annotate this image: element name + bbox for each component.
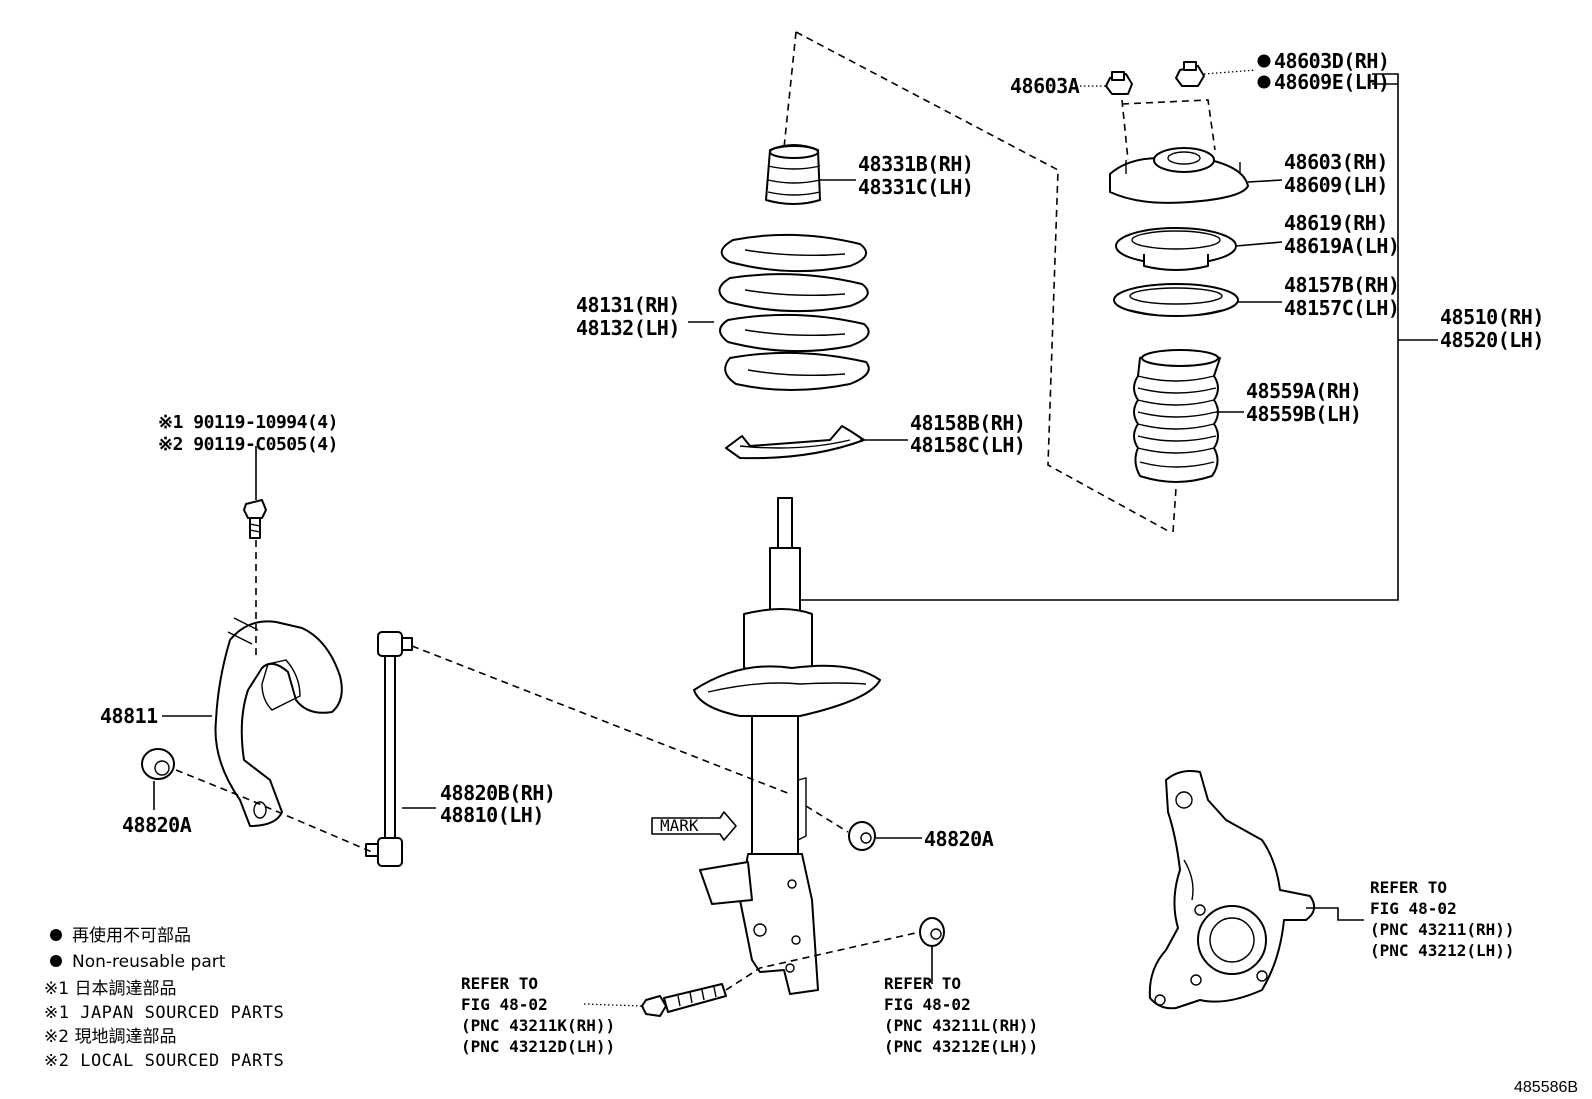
nut-48603D-part[interactable] <box>1175 61 1205 87</box>
dust-boot-part[interactable] <box>1133 349 1221 483</box>
figure-id: 485586B <box>1514 1079 1578 1096</box>
label-48559A[interactable]: 48559A(RH) <box>1246 379 1362 403</box>
refer-block-left[interactable]: REFER TO FIG 48-02 (PNC 43211K(RH)) (PNC… <box>461 974 615 1056</box>
label-48609[interactable]: 48609(LH) <box>1284 173 1388 197</box>
label-48603D[interactable]: 48603D(RH) <box>1274 49 1390 73</box>
part-labels: 48603A 48603D(RH) 48609E(LH) 48331B(RH) … <box>100 49 1544 851</box>
refer-block-mid[interactable]: REFER TO FIG 48-02 (PNC 43211L(RH)) (PNC… <box>884 974 1038 1056</box>
stabilizer-bracket-part[interactable] <box>214 617 343 827</box>
nonreusable-bullet-icon <box>1257 54 1271 68</box>
refer-mid-line4: (PNC 43212E(LH)) <box>884 1037 1038 1056</box>
legend-local-sourced-en: ※2 LOCAL SOURCED PARTS <box>44 1051 284 1071</box>
label-48820B[interactable]: 48820B(RH) <box>440 781 556 805</box>
refer-mid-line3: (PNC 43211L(RH)) <box>884 1016 1038 1035</box>
refer-left-line4: (PNC 43212D(LH)) <box>461 1037 615 1056</box>
legend-local-sourced-jp: ※2 現地調達部品 <box>44 1027 176 1047</box>
label-48510[interactable]: 48510(RH) <box>1440 305 1544 329</box>
label-bolt-90119-C0505[interactable]: ※2 90119-C0505(4) <box>158 434 338 455</box>
refer-right-line3: (PNC 43211(RH)) <box>1370 920 1515 939</box>
legend-japan-sourced-en: ※1 JAPAN SOURCED PARTS <box>44 1003 284 1023</box>
label-48619A[interactable]: 48619A(LH) <box>1284 234 1400 258</box>
label-48603A[interactable]: 48603A <box>1010 74 1080 98</box>
upper-insulator-part[interactable] <box>1115 227 1237 271</box>
spring-bumper-part[interactable] <box>1113 283 1239 317</box>
legend-nonreusable-en: Non-reusable part <box>72 952 226 972</box>
assembly-dashed-outline <box>783 31 1216 533</box>
bushing-48820A-left-part[interactable] <box>141 748 175 780</box>
refer-left-line3: (PNC 43211K(RH)) <box>461 1016 615 1035</box>
label-48158B[interactable]: 48158B(RH) <box>910 411 1026 435</box>
nut-48820A-right-part[interactable] <box>848 821 876 851</box>
legend-bullet-icon <box>50 955 62 967</box>
coil-spring-part[interactable] <box>718 233 870 391</box>
nut-48603A-part[interactable] <box>1105 71 1133 95</box>
lower-nut-part[interactable] <box>919 917 945 947</box>
legend-japan-sourced-jp: ※1 日本調達部品 <box>44 979 176 999</box>
label-bolt-90119-10994[interactable]: ※1 90119-10994(4) <box>158 412 338 433</box>
label-48810[interactable]: 48810(LH) <box>440 803 544 827</box>
label-48157C[interactable]: 48157C(LH) <box>1284 296 1400 320</box>
upper-support-part[interactable] <box>1109 147 1249 204</box>
label-48158C[interactable]: 48158C(LH) <box>910 433 1026 457</box>
label-48331C[interactable]: 48331C(LH) <box>858 175 974 199</box>
refer-right-line4: (PNC 43212(LH)) <box>1370 941 1515 960</box>
bolt-90119-part[interactable] <box>243 499 267 539</box>
label-48132[interactable]: 48132(LH) <box>576 316 680 340</box>
label-48559B[interactable]: 48559B(LH) <box>1246 402 1362 426</box>
bump-stopper-part[interactable] <box>765 144 821 205</box>
refer-right-line1: REFER TO <box>1370 878 1447 897</box>
label-48820A-left[interactable]: 48820A <box>122 813 192 837</box>
refer-mid-line2: FIG 48-02 <box>884 995 971 1014</box>
leader-lines <box>153 69 1438 1007</box>
legend: 再使用不可部品 Non-reusable part ※1 日本調達部品 ※1 J… <box>44 925 284 1071</box>
label-48157B[interactable]: 48157B(RH) <box>1284 273 1400 297</box>
mark-callout: MARK <box>651 811 737 841</box>
legend-nonreusable-jp: 再使用不可部品 <box>72 925 191 946</box>
shock-absorber-strut-part[interactable] <box>693 497 881 995</box>
label-48520[interactable]: 48520(LH) <box>1440 328 1544 352</box>
label-48609E[interactable]: 48609E(LH) <box>1274 70 1390 94</box>
label-48811[interactable]: 48811 <box>100 704 159 728</box>
refer-left-line1: REFER TO <box>461 974 538 993</box>
label-48820A-right[interactable]: 48820A <box>924 827 994 851</box>
label-48331B[interactable]: 48331B(RH) <box>858 152 974 176</box>
label-48603[interactable]: 48603(RH) <box>1284 150 1388 174</box>
nonreusable-bullet-icon <box>1257 75 1271 89</box>
label-48619[interactable]: 48619(RH) <box>1284 211 1388 235</box>
mark-label: MARK <box>660 816 699 835</box>
lower-insulator-part[interactable] <box>725 425 865 460</box>
stabilizer-link-part[interactable] <box>365 631 413 867</box>
refer-right-line2: FIG 48-02 <box>1370 899 1457 918</box>
refer-block-right[interactable]: REFER TO FIG 48-02 (PNC 43211(RH)) (PNC … <box>1370 878 1515 960</box>
refer-left-line2: FIG 48-02 <box>461 995 548 1014</box>
refer-mid-line1: REFER TO <box>884 974 961 993</box>
legend-bullet-icon <box>50 929 62 941</box>
label-48131[interactable]: 48131(RH) <box>576 293 680 317</box>
lower-bolt-part[interactable] <box>641 983 727 1017</box>
steering-knuckle-part[interactable] <box>1148 770 1316 1010</box>
